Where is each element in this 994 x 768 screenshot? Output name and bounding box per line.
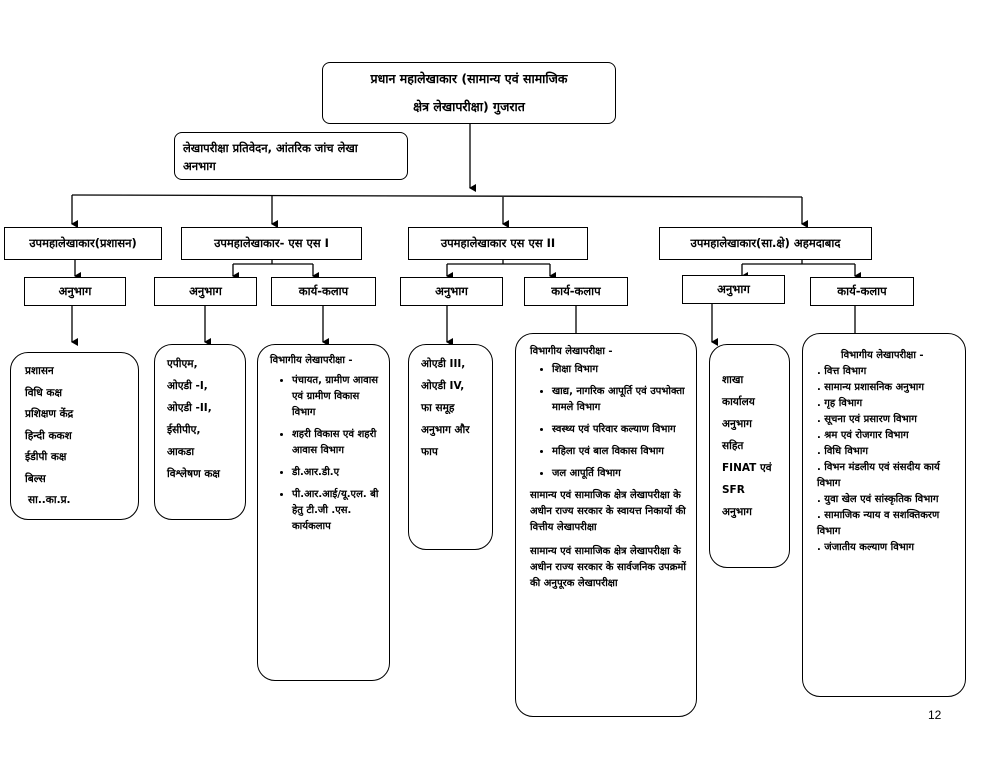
list-item: आकडा — [167, 446, 195, 458]
admin-sections-box: प्रशासन विधि कक्ष प्रशिक्षण केंद्र हिन्द… — [10, 352, 139, 520]
ss1-functions-heading: विभागीय लेखापरीक्षा - — [270, 355, 353, 366]
deputy-admin-box: उपमहालेखाकार(प्रशासन) — [4, 227, 162, 260]
list-item: पी.आर.आई/यू.एल. बी हेतु टी.जी .एस. कार्य… — [292, 487, 379, 535]
ss2-functions-para-1: सामान्य एवं सामाजिक क्षेत्र लेखापरीक्षा … — [530, 490, 686, 533]
list-item: कार्यालय — [722, 396, 755, 408]
list-item: प्रशासन — [25, 365, 54, 377]
admin-section-label-box: अनुभाग — [24, 277, 126, 306]
list-item: ओएडी III, — [421, 358, 466, 370]
list-item: . वित्त विभाग — [817, 366, 867, 377]
ss2-sections-box: ओएडी III, ओएडी IV, फा समूह अनुभाग और फाप — [408, 344, 493, 550]
ahd-section-label: अनुभाग — [717, 282, 750, 296]
list-item: फा समूह — [421, 402, 455, 414]
ss1-section-label: अनुभाग — [189, 284, 222, 298]
list-item: . गृह विभाग — [817, 398, 863, 409]
ss1-function-label-box: कार्य-कलाप — [271, 277, 376, 306]
list-item: पंचायत, ग्रामीण आवास एवं ग्रामीण विकास व… — [292, 373, 379, 421]
ss2-functions-box: विभागीय लेखापरीक्षा - शिक्षा विभाग खाद्य… — [515, 333, 697, 717]
admin-section-label: अनुभाग — [58, 284, 92, 298]
report-section-box: लेखापरीक्षा प्रतिवेदन, आंतरिक जांच लेखा … — [174, 132, 408, 180]
list-item: शाखा — [722, 374, 744, 386]
ahd-functions-box: विभागीय लेखापरीक्षा - . वित्त विभाग . सा… — [802, 333, 966, 697]
list-item: ओएडी -II, — [167, 402, 212, 414]
report-line-2: अनभाग — [183, 159, 216, 173]
list-item: ओएडी IV, — [421, 380, 465, 392]
list-item: सा..का.प्र. — [28, 494, 71, 506]
list-item: हिन्दी ककश — [25, 429, 72, 442]
deputy-ss2-title: उपमहालेखाकार एस एस II — [440, 236, 556, 250]
deputy-ss1-box: उपमहालेखाकार- एस एस I — [181, 227, 362, 260]
ss2-function-label: कार्य-कलाप — [551, 284, 601, 298]
list-item: सहित — [722, 440, 744, 452]
deputy-ahmedabad-title: उपमहालेखाकार(सा.क्षे) अहमदाबाद — [690, 236, 841, 250]
list-item: जल आपूर्ति विभाग — [552, 466, 686, 482]
head-box: प्रधान महालेखाकार (सामान्य एवं सामाजिक क… — [322, 62, 616, 124]
ss2-functions-heading: विभागीय लेखापरीक्षा - — [530, 346, 613, 357]
list-item: अनुभाग — [722, 506, 752, 518]
ss2-functions-list: शिक्षा विभाग खाद्य, नागरिक आपूर्ति एवं उ… — [530, 362, 686, 482]
list-item: . सूचना एवं प्रसारण विभाग — [817, 414, 917, 425]
head-line-1: प्रधान महालेखाकार (सामान्य एवं सामाजिक — [370, 71, 568, 86]
list-item: . सामाजिक न्याय व सशक्तिकरण विभाग — [817, 510, 940, 537]
list-item: स्वस्थ्य एवं परिवार कल्याण विभाग — [552, 422, 686, 438]
list-item: FINAT एवं — [722, 462, 772, 474]
ss2-functions-para-2: सामान्य एवं सामाजिक क्षेत्र लेखापरीक्षा … — [530, 546, 686, 589]
ss2-function-label-box: कार्य-कलाप — [524, 277, 628, 306]
list-item: विधि कक्ष — [25, 386, 62, 399]
list-item: खाद्य, नागरिक आपूर्ति एवं उपभोक्ता मामले… — [552, 384, 686, 416]
ss2-section-label-box: अनुभाग — [400, 277, 503, 306]
head-line-2: क्षेत्र लेखापरीक्षा) गुजरात — [413, 99, 525, 114]
list-item: एपीएम, — [167, 358, 198, 370]
list-item: शिक्षा विभाग — [552, 362, 686, 378]
ss1-section-label-box: अनुभाग — [154, 277, 257, 306]
ahd-functions-heading: विभागीय लेखापरीक्षा - — [841, 350, 924, 361]
ahd-sections-box: शाखा कार्यालय अनुभाग सहित FINAT एवं SFR … — [709, 344, 790, 568]
ss1-functions-box: विभागीय लेखापरीक्षा - पंचायत, ग्रामीण आव… — [257, 344, 390, 681]
page-number: 12 — [928, 708, 942, 722]
list-item: . सामान्य प्रशासनिक अनुभाग — [817, 382, 925, 393]
deputy-admin-title: उपमहालेखाकार(प्रशासन) — [29, 236, 137, 250]
list-item: . विभन मंडलीय एवं संसदीय कार्य विभाग — [817, 462, 940, 489]
ss1-function-label: कार्य-कलाप — [298, 284, 349, 298]
list-item: प्रशिक्षण केंद्र — [25, 408, 74, 420]
ahd-function-label: कार्य-कलाप — [837, 284, 887, 298]
list-item: . युवा खेल एवं सांस्कृतिक विभाग — [817, 494, 939, 505]
ahd-section-label-box: अनुभाग — [682, 275, 785, 304]
list-item: SFR — [722, 484, 745, 496]
list-item: विश्लेषण कक्ष — [167, 468, 220, 480]
list-item: बिल्स — [25, 472, 46, 485]
list-item: . जंजातीय कल्याण विभाग — [817, 542, 915, 553]
deputy-ahmedabad-box: उपमहालेखाकार(सा.क्षे) अहमदाबाद — [659, 227, 872, 260]
deputy-ss1-title: उपमहालेखाकार- एस एस I — [214, 236, 329, 250]
ahd-function-label-box: कार्य-कलाप — [810, 277, 914, 306]
list-item: ओएडी -I, — [167, 380, 208, 392]
ss1-sections-box: एपीएम, ओएडी -I, ओएडी -II, ईसीपीए, आकडा व… — [154, 344, 246, 520]
list-item: अनुभाग — [722, 418, 752, 430]
report-line-1: लेखापरीक्षा प्रतिवेदन, आंतरिक जांच लेखा — [183, 141, 358, 155]
list-item: डी.आर.डी.ए — [292, 465, 379, 481]
ss1-functions-list: पंचायत, ग्रामीण आवास एवं ग्रामीण विकास व… — [270, 373, 379, 535]
ss2-section-label: अनुभाग — [435, 284, 468, 298]
list-item: ईडीपी कक्ष — [25, 451, 67, 463]
list-item: ईसीपीए, — [167, 424, 201, 436]
list-item: . श्रम एवं रोजगार विभाग — [817, 430, 909, 441]
list-item: महिला एवं बाल विकास विभाग — [552, 444, 686, 460]
list-item: अनुभाग और फाप — [421, 424, 470, 458]
list-item: . विधि विभाग — [817, 446, 869, 457]
list-item: शहरी विकास एवं शहरी आवास विभाग — [292, 427, 379, 459]
deputy-ss2-box: उपमहालेखाकार एस एस II — [408, 227, 588, 260]
